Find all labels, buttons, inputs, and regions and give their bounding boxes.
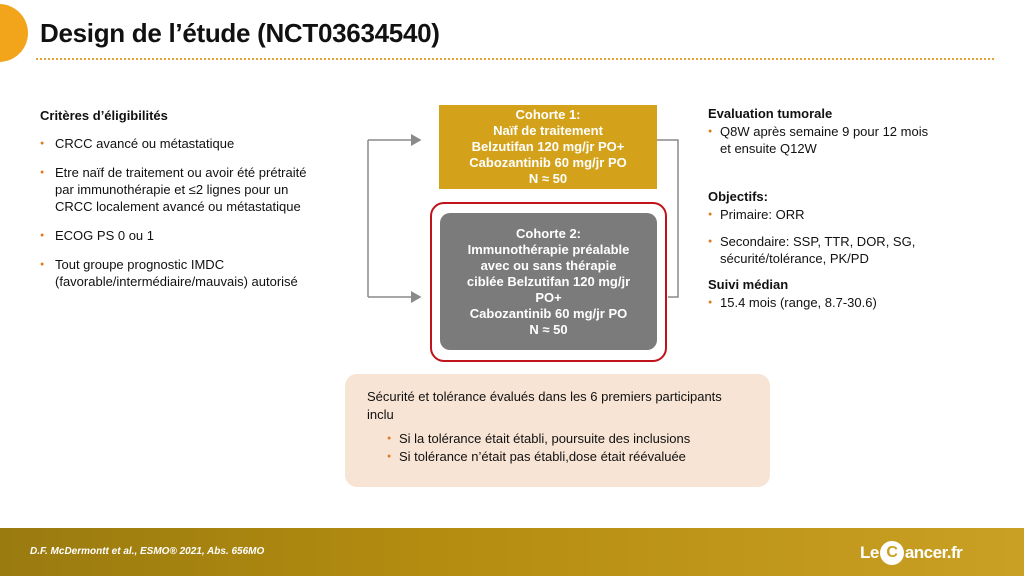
cohort-1-line: Naïf de traitement: [493, 123, 603, 138]
evaluation-item: Q8W après semaine 9 pour 12 mois et ensu…: [708, 123, 938, 157]
cohort-2-line: Cabozantinib 60 mg/jr PO: [469, 305, 628, 321]
objectives-list: Primaire: ORR Secondaire: SSP, TTR, DOR,…: [708, 206, 938, 267]
evaluation-block: Evaluation tumorale Q8W après semaine 9 …: [708, 106, 938, 157]
cohort-2-line: ciblée Belzutifan 120 mg/jr: [466, 273, 631, 289]
logo-text-post: ancer.fr: [904, 543, 963, 562]
evaluation-heading: Evaluation tumorale: [708, 106, 833, 121]
eligibility-item: CRCC avancé ou métastatique: [40, 135, 310, 152]
eligibility-heading: Critères d’éligibilités: [40, 108, 168, 123]
eligibility-item: Tout groupe prognostic IMDC (favorable/i…: [40, 256, 310, 290]
left-bracket-connector: [367, 134, 422, 303]
objectives-block: Objectifs: Primaire: ORR Secondaire: SSP…: [708, 189, 938, 267]
title-divider: [36, 58, 994, 60]
outcomes-section: Evaluation tumorale Q8W après semaine 9 …: [708, 106, 938, 321]
followup-heading: Suivi médian: [708, 277, 789, 292]
followup-list: 15.4 mois (range, 8.7-30.6): [708, 294, 938, 311]
footer-bar: [0, 528, 1024, 576]
cohort-2-line: avec ou sans thérapie: [480, 257, 617, 273]
cohort-1-line: N ≈ 50: [528, 171, 568, 186]
cohort-1-label: Cohorte 1:: [515, 107, 581, 122]
cohort-1-line: Belzutifan 120 mg/jr PO+: [471, 139, 625, 154]
followup-item: 15.4 mois (range, 8.7-30.6): [708, 294, 938, 311]
cohort-2-label: Cohorte 2:: [516, 225, 581, 241]
eligibility-item: Etre naïf de traitement ou avoir été pré…: [40, 164, 310, 215]
objective-item: Secondaire: SSP, TTR, DOR, SG, sécurité/…: [708, 233, 938, 267]
eligibility-section: Critères d’éligibilités CRCC avancé ou m…: [40, 108, 310, 302]
logo-c-mark: C: [879, 541, 904, 565]
cohort-2-box: Cohorte 2: Immunothérapie préalable avec…: [440, 213, 657, 350]
cohort-2-line: Immunothérapie préalable: [467, 241, 630, 257]
followup-block: Suivi médian 15.4 mois (range, 8.7-30.6): [708, 277, 938, 311]
slide-title: Design de l’étude (NCT03634540): [40, 18, 440, 48]
eligibility-item: ECOG PS 0 ou 1: [40, 227, 310, 244]
cohort-1-box: Cohorte 1: Naïf de traitement Belzutifan…: [439, 105, 657, 189]
safety-item: Si tolérance n’était pas établi,dose éta…: [387, 448, 748, 466]
cohort-1-line: Cabozantinib 60 mg/jr PO: [469, 155, 627, 170]
cohort-2-highlight: [430, 202, 667, 362]
safety-list: Si la tolérance était établi, poursuite …: [367, 430, 748, 466]
objectives-heading: Objectifs:: [708, 189, 768, 204]
eligibility-list: CRCC avancé ou métastatique Etre naïf de…: [40, 135, 310, 290]
safety-intro: Sécurité et tolérance évalués dans les 6…: [367, 389, 722, 422]
corner-decoration: [0, 4, 28, 62]
evaluation-list: Q8W après semaine 9 pour 12 mois et ensu…: [708, 123, 938, 157]
safety-box: Sécurité et tolérance évalués dans les 6…: [345, 374, 770, 487]
citation: D.F. McDermontt et al., ESMO® 2021, Abs.…: [30, 546, 265, 557]
logo-text-pre: Le: [860, 543, 879, 562]
cohort-2-line: N ≈ 50: [529, 321, 568, 337]
lecancer-logo: Le C ancer.fr: [860, 537, 963, 569]
objective-item: Primaire: ORR: [708, 206, 938, 223]
safety-item: Si la tolérance était établi, poursuite …: [387, 430, 748, 448]
cohort-2-line: PO+: [535, 289, 562, 305]
